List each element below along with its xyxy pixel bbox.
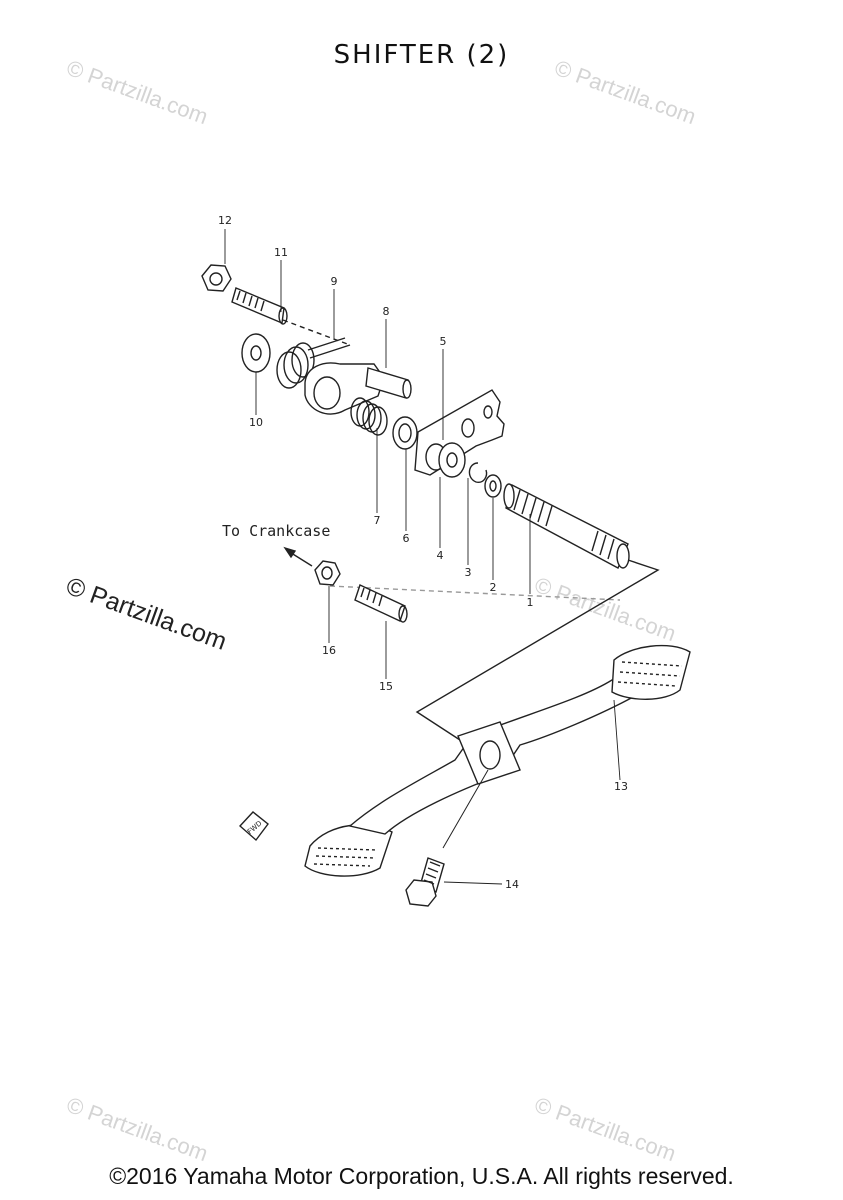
diagram-title: SHIFTER (2) xyxy=(333,40,510,70)
part-7-spring[interactable] xyxy=(350,397,388,436)
part-3-circlip[interactable] xyxy=(468,462,488,484)
part-13-pedal[interactable] xyxy=(304,644,691,877)
part-8-shift-arm[interactable] xyxy=(304,362,412,415)
callout-labels: 1 2 3 4 5 6 7 8 9 10 11 12 13 14 15 16 T… xyxy=(218,214,628,891)
part-4-washer[interactable] xyxy=(438,442,466,478)
part-11-bolt[interactable] xyxy=(231,287,288,325)
callout-2: 2 xyxy=(490,581,497,594)
callout-10: 10 xyxy=(249,416,263,429)
callout-16: 16 xyxy=(322,644,336,657)
callout-5: 5 xyxy=(440,335,447,348)
callout-12: 12 xyxy=(218,214,232,227)
part-15-stud[interactable] xyxy=(354,584,408,623)
part-10-washer[interactable] xyxy=(241,333,271,373)
part-16-nut[interactable] xyxy=(314,560,341,586)
callout-14: 14 xyxy=(505,878,519,891)
part-1-shift-shaft[interactable] xyxy=(503,483,630,569)
callout-8: 8 xyxy=(383,305,390,318)
callout-13: 13 xyxy=(614,780,628,793)
part-2-washer[interactable] xyxy=(484,474,502,498)
part-9-spring[interactable] xyxy=(276,337,351,389)
part-12-nut[interactable] xyxy=(201,264,232,292)
part-5-plate[interactable] xyxy=(414,389,505,476)
callout-4: 4 xyxy=(437,549,444,562)
callout-9: 9 xyxy=(331,275,338,288)
callout-7: 7 xyxy=(374,514,381,527)
callout-15: 15 xyxy=(379,680,393,693)
copyright-notice: ©2016 Yamaha Motor Corporation, U.S.A. A… xyxy=(109,1163,734,1189)
callout-6: 6 xyxy=(403,532,410,545)
to-crankcase-note: To Crankcase xyxy=(222,522,330,540)
callout-11: 11 xyxy=(274,246,288,259)
part-14-bolt[interactable] xyxy=(405,857,445,907)
callout-1: 1 xyxy=(527,596,534,609)
part-6-washer[interactable] xyxy=(392,416,418,450)
callout-3: 3 xyxy=(465,566,472,579)
fwd-arrow-badge xyxy=(238,811,269,842)
